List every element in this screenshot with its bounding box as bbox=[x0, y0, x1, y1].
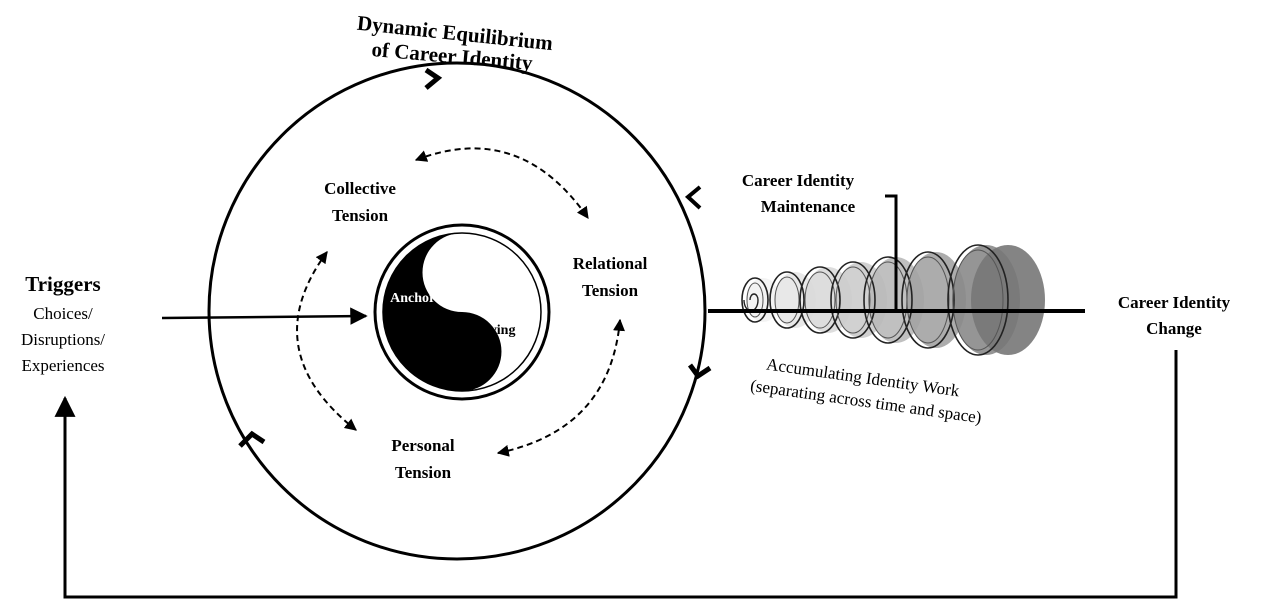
change-line-2: Change bbox=[1146, 319, 1202, 338]
triggers-line-1: Choices/ bbox=[33, 304, 93, 323]
maintenance-line-2: Maintenance bbox=[761, 197, 856, 216]
spring-coil bbox=[769, 271, 805, 329]
evolving-label: Evolving bbox=[463, 323, 516, 338]
maintenance-connector bbox=[885, 194, 898, 311]
spring-coil bbox=[952, 249, 1004, 351]
spring-coil bbox=[901, 251, 955, 349]
triggers-line-2: Disruptions/ bbox=[21, 330, 105, 349]
change-line-1: Career Identity bbox=[1118, 293, 1231, 312]
identity-work-spring bbox=[741, 244, 1045, 356]
spring-coil bbox=[804, 271, 836, 329]
relational-tension-line-2: Tension bbox=[582, 281, 639, 300]
spring-coil bbox=[906, 256, 950, 344]
trigger-input-arrow bbox=[161, 307, 368, 325]
feedback-loop-arrow bbox=[54, 350, 1178, 599]
arrow-relational-personal bbox=[496, 318, 625, 457]
rotation-chevron-right-upper bbox=[684, 185, 702, 210]
spring-coil bbox=[746, 282, 764, 318]
spring-coil bbox=[830, 261, 876, 339]
equilibrium-circle bbox=[207, 61, 707, 561]
rotation-chevron-left bbox=[238, 430, 266, 448]
arrow-collective-relational bbox=[414, 147, 589, 219]
arrow-collective-personal bbox=[296, 251, 357, 431]
personal-tension-line-2: Tension bbox=[395, 463, 452, 482]
spring-coil bbox=[741, 277, 769, 323]
personal-tension-line-1: Personal bbox=[391, 436, 455, 455]
spring-coil bbox=[799, 266, 841, 334]
spring-coil bbox=[774, 276, 800, 324]
spring-coil bbox=[835, 266, 871, 334]
yin-yang-symbol bbox=[373, 223, 551, 401]
spring-ring-shade bbox=[774, 272, 816, 328]
spring-coil bbox=[947, 244, 1009, 356]
triggers-heading: Triggers bbox=[25, 272, 100, 296]
rotation-chevron-right-lower bbox=[687, 363, 712, 380]
spring-coil bbox=[863, 256, 913, 344]
anchoring-label: Anchoring bbox=[390, 291, 454, 306]
maintenance-line-1: Career Identity bbox=[742, 171, 855, 190]
collective-tension-line-1: Collective bbox=[324, 179, 396, 198]
rotation-chevron-top bbox=[424, 67, 443, 90]
relational-tension-line-1: Relational bbox=[573, 254, 648, 273]
collective-tension-line-2: Tension bbox=[332, 206, 389, 225]
triggers-line-3: Experiences bbox=[21, 356, 104, 375]
spring-start-spiral bbox=[743, 293, 759, 312]
